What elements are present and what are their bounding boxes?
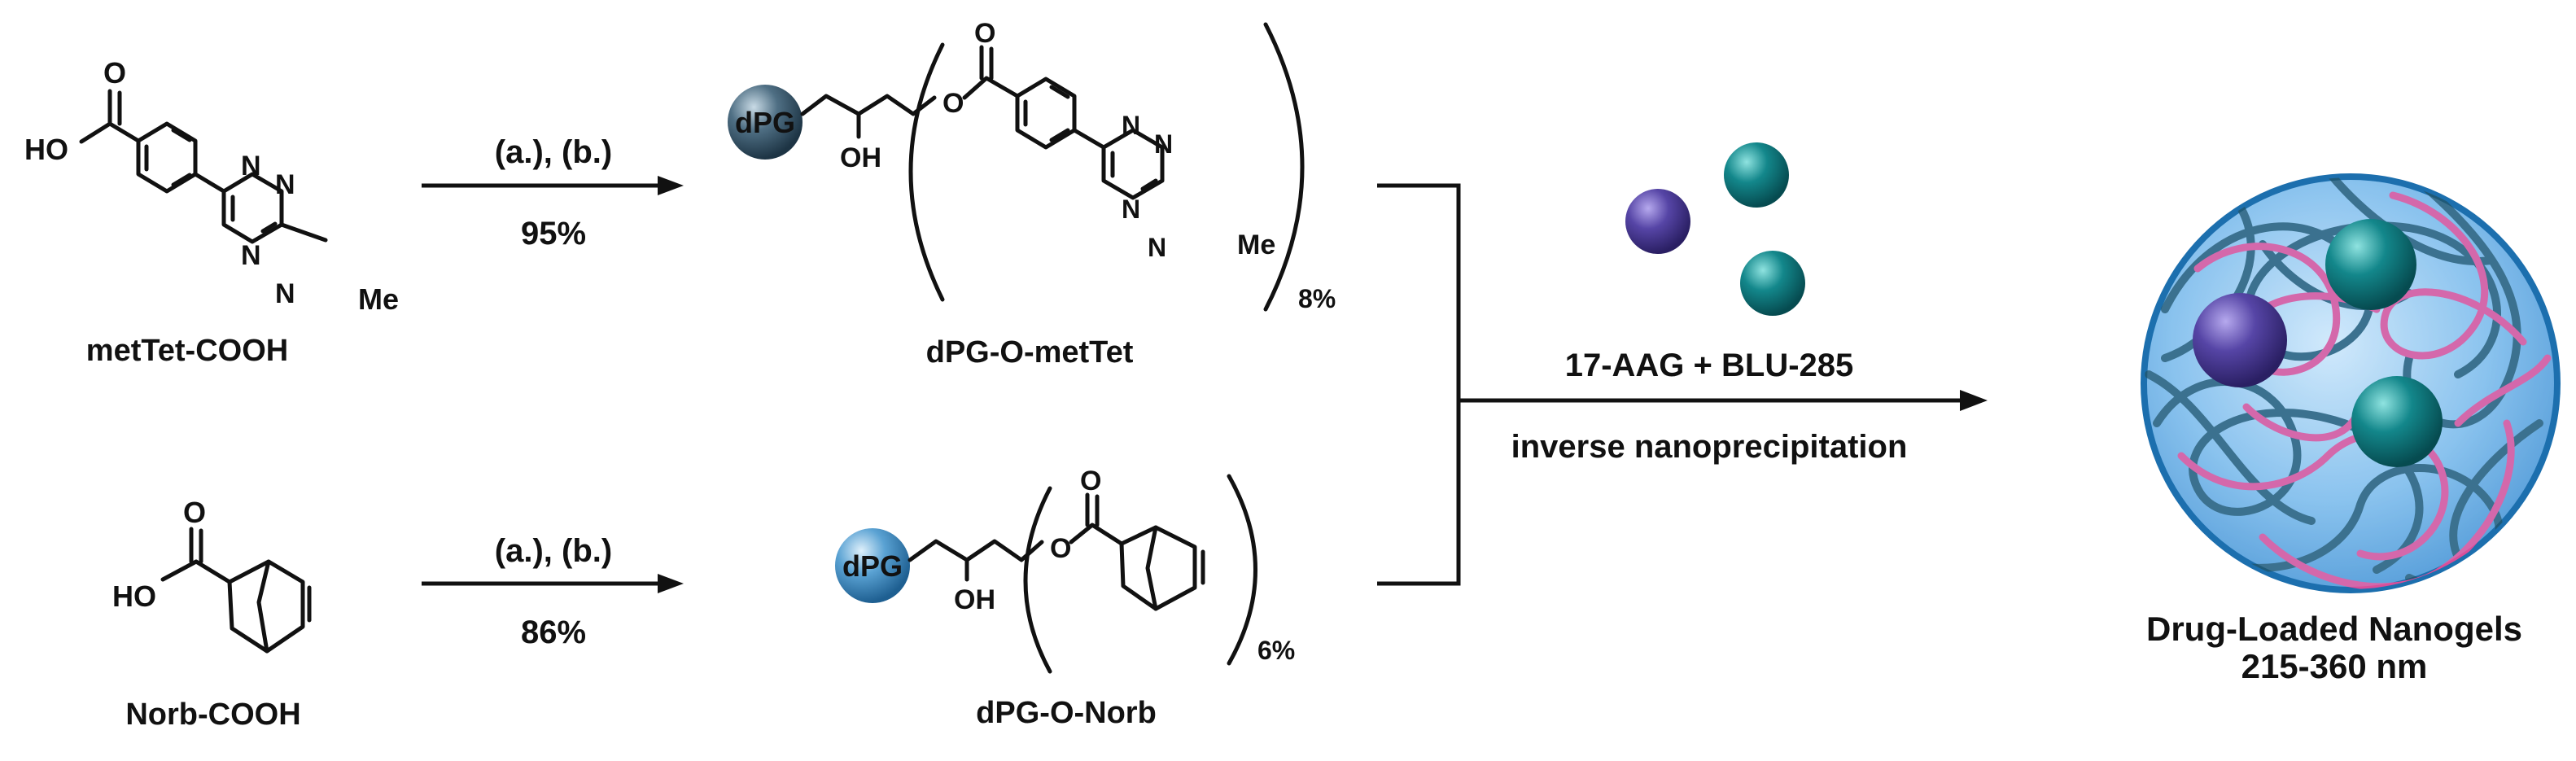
- mettet-n4: N: [275, 278, 295, 309]
- nanogel-drug-teal-1: [2325, 219, 2416, 310]
- pmettet-n1: N: [1122, 111, 1140, 140]
- mettet-cooh-structure: O HO N N N N Me: [24, 56, 399, 316]
- norb-ester-carbonyl-o: O: [1080, 466, 1101, 496]
- norb-ester-o: O: [1050, 533, 1071, 564]
- paren-right-bottom: [1227, 474, 1257, 666]
- drug-sphere-teal-2: [1740, 251, 1805, 316]
- combining-bracket: [1377, 183, 1988, 586]
- nanogel-title: Drug-Loaded Nanogels: [2146, 610, 2522, 648]
- mettet-n3: N: [241, 240, 261, 271]
- nanogel-size: 215-360 nm: [2241, 647, 2428, 685]
- norb-cooh-structure: O HO: [112, 496, 312, 654]
- nanogel-drug-purple: [2193, 293, 2287, 387]
- norb-ho-label: HO: [112, 579, 156, 613]
- mettet-oh-label: OH: [840, 142, 881, 173]
- paren-left-bottom: [1023, 486, 1052, 674]
- mettet-ester-o: O: [942, 88, 964, 119]
- dpg-o-mettet-structure: dPG OH O O N N N N Me: [728, 18, 1305, 312]
- top-conditions: (a.), (b.): [495, 134, 612, 170]
- dpg-o-norb-structure: dPG OH O O: [835, 466, 1257, 674]
- norb-cooh-label: Norb-COOH: [125, 698, 300, 732]
- norb-carbonyl-o: O: [183, 496, 206, 529]
- nanogel-sheen: [2147, 180, 2554, 587]
- dpg-core-label-top: dPG: [735, 106, 795, 139]
- pmettet-n2: N: [1154, 129, 1173, 159]
- drug-sphere-purple: [1625, 189, 1690, 254]
- drugs-label: 17-AAG + BLU-285: [1565, 348, 1854, 383]
- mettet-cooh-label: metTet-COOH: [86, 334, 288, 368]
- bottom-conditions: (a.), (b.): [495, 533, 612, 569]
- paren-left-top: [908, 42, 945, 302]
- mettet-carbonyl-o: O: [103, 56, 126, 90]
- dpg-core-label-bottom: dPG: [842, 549, 903, 583]
- norb-oh-label: OH: [954, 584, 995, 615]
- mettet-me: Me: [358, 282, 399, 316]
- nanogel-drug-teal-2: [2351, 376, 2443, 467]
- dpg-o-mettet-label: dPG-O-metTet: [926, 335, 1134, 370]
- dpg-sphere-light: [835, 528, 910, 603]
- mettet-ester-carbonyl-o: O: [974, 18, 995, 49]
- bottom-yield: 86%: [521, 614, 586, 650]
- mettet-fraction: 8%: [1298, 284, 1336, 313]
- dpg-o-norb-label: dPG-O-Norb: [976, 696, 1157, 730]
- reaction-arrow-top: [422, 176, 684, 195]
- mettet-n1: N: [241, 151, 261, 182]
- nanogel-illustration: [2141, 173, 2561, 593]
- pmettet-n4: N: [1148, 233, 1166, 262]
- dpg-sphere-dark: [728, 85, 803, 160]
- pmettet-me: Me: [1237, 230, 1275, 260]
- mettet-n2: N: [275, 169, 295, 200]
- drug-sphere-teal-1: [1724, 142, 1789, 208]
- paren-right-top: [1263, 22, 1305, 312]
- norb-fraction: 6%: [1257, 636, 1295, 665]
- top-yield: 95%: [521, 216, 586, 251]
- method-label: inverse nanoprecipitation: [1511, 429, 1908, 465]
- mettet-ho-label: HO: [24, 133, 68, 166]
- reaction-arrow-bottom: [422, 574, 684, 593]
- pmettet-n3: N: [1122, 195, 1140, 224]
